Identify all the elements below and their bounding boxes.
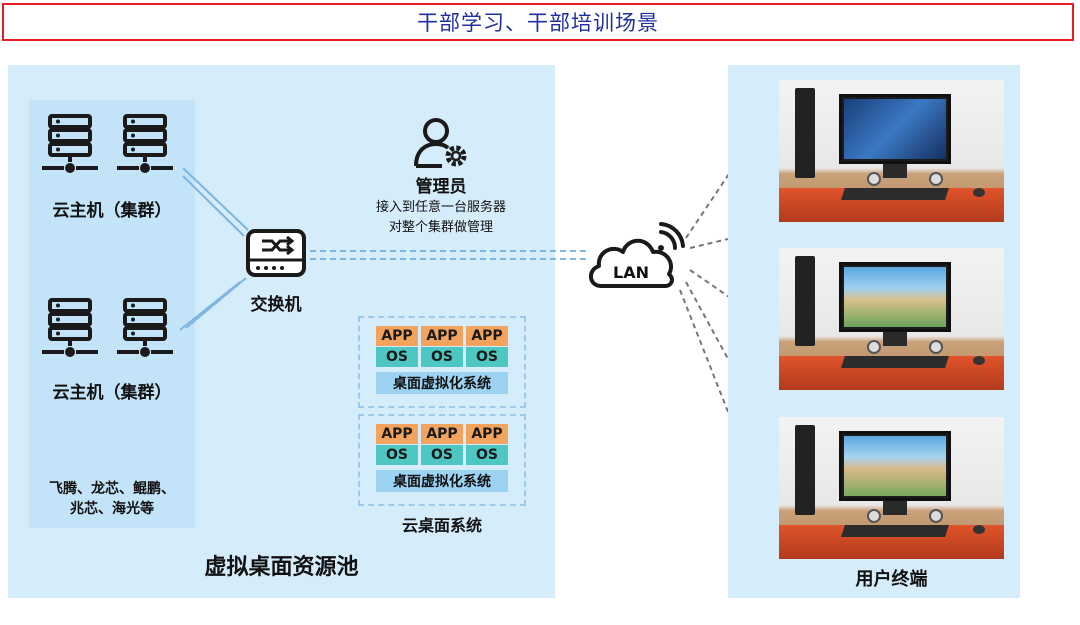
cluster-label-bottom: 云主机（集群） — [52, 383, 172, 403]
vdi-system-label: 桌面虚拟化系统 — [376, 470, 508, 492]
desktop-photo — [779, 80, 1004, 222]
cluster-label-top: 云主机（集群） — [52, 201, 172, 221]
lan-label: LAN — [613, 263, 649, 282]
os-tile: OS — [376, 347, 418, 367]
chip-vendors-line1: 飞腾、龙芯、鲲鹏、 — [49, 481, 175, 497]
pool-label: 虚拟桌面资源池 — [204, 555, 359, 580]
desktop-photo — [779, 248, 1004, 390]
os-tile: OS — [421, 445, 463, 465]
switch-icon — [246, 229, 306, 277]
cloud-wifi-icon — [589, 222, 685, 288]
app-tile: APP — [421, 424, 463, 444]
server-cluster-icon — [42, 298, 173, 357]
vdi-system-label: 桌面虚拟化系统 — [376, 372, 508, 394]
terminals-label: 用户终端 — [855, 569, 928, 590]
cloud-desktop-label: 云桌面系统 — [401, 516, 482, 535]
desktop-photo — [779, 417, 1004, 559]
chip-vendors-line2: 兆芯、海光等 — [70, 501, 154, 517]
app-tile: APP — [466, 424, 508, 444]
admin-desc-line1: 接入到任意一台服务器 — [375, 200, 506, 215]
admin-label: 管理员 — [415, 177, 467, 197]
os-tile: OS — [466, 445, 508, 465]
admin-gear-icon — [414, 118, 467, 168]
app-tile: APP — [376, 326, 418, 346]
vdi-system-box: APP APP APP OS OS OS 桌面虚拟化系统 — [358, 414, 526, 506]
os-tile: OS — [376, 445, 418, 465]
vdi-system-box: APP APP APP OS OS OS 桌面虚拟化系统 — [358, 316, 526, 408]
os-tile: OS — [421, 347, 463, 367]
page-title: 干部学习、干部培训场景 — [2, 3, 1074, 41]
app-tile: APP — [466, 326, 508, 346]
server-cluster-icon — [42, 114, 173, 173]
admin-desc-line2: 对整个集群做管理 — [388, 220, 493, 235]
app-tile: APP — [376, 424, 418, 444]
os-tile: OS — [466, 347, 508, 367]
app-tile: APP — [421, 326, 463, 346]
switch-label: 交换机 — [250, 295, 302, 315]
